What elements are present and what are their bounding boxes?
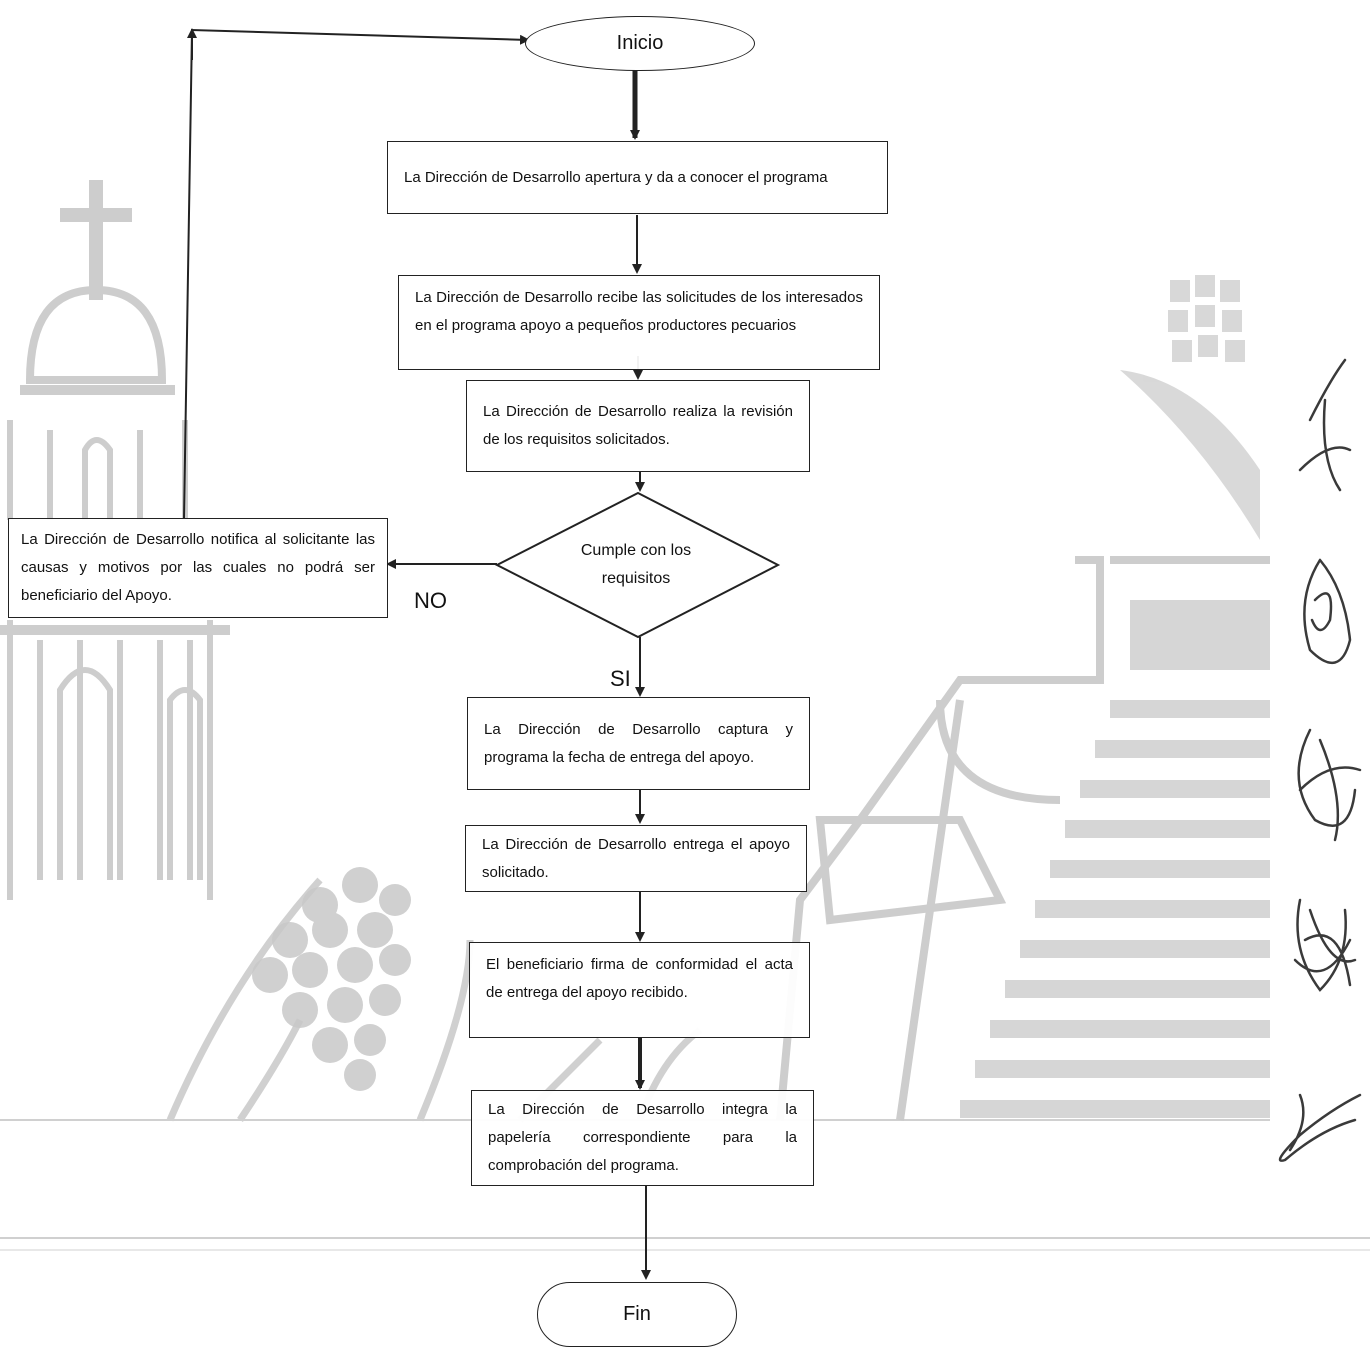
start-node: Inicio — [525, 16, 755, 71]
signature-2 — [1303, 558, 1352, 665]
step-receive-requests: La Dirección de Desarrollo recibe las so… — [398, 275, 880, 370]
decision-question: Cumple con los requisitos — [566, 537, 706, 593]
end-node: Fin — [537, 1282, 737, 1347]
step-receive-requests-text: La Dirección de Desarrollo recibe las so… — [415, 289, 863, 334]
decision-question-text: Cumple con los requisitos — [580, 542, 692, 587]
step-deliver-support-text: La Dirección de Desarrollo entrega el ap… — [482, 835, 790, 881]
step-open-program: La Dirección de Desarrollo apertura y da… — [387, 141, 888, 214]
start-label: Inicio — [616, 32, 664, 54]
step-integrate-paperwork: La Dirección de Desarrollo integra la pa… — [471, 1090, 814, 1186]
step-beneficiary-signs-text: El beneficiario firma de conformidad el … — [486, 956, 793, 1001]
step-deliver-support: La Dirección de Desarrollo entrega el ap… — [465, 825, 807, 892]
step-capture-schedule: La Dirección de Desarrollo captura y pro… — [467, 697, 810, 790]
step-beneficiary-signs: El beneficiario firma de conformidad el … — [469, 942, 810, 1038]
decision-diamond — [494, 491, 781, 639]
step-notify-rejection-text: La Dirección de Desarrollo notifica al s… — [21, 531, 375, 604]
signature-3 — [1297, 728, 1362, 842]
signature-4 — [1293, 898, 1357, 992]
no-branch-label: NO — [414, 588, 447, 613]
step-capture-schedule-text: La Dirección de Desarrollo captura y pro… — [484, 720, 793, 766]
step-open-program-text: La Dirección de Desarrollo apertura y da… — [404, 168, 828, 186]
step-integrate-paperwork-text: La Dirección de Desarrollo integra la pa… — [488, 1101, 797, 1174]
signature-1 — [1298, 358, 1352, 492]
end-label: Fin — [623, 1303, 651, 1325]
step-review-requirements-text: La Dirección de Desarrollo realiza la re… — [483, 403, 793, 448]
step-review-requirements: La Dirección de Desarrollo realiza la re… — [466, 380, 810, 472]
yes-branch-label: SI — [610, 666, 631, 691]
signature-5 — [1278, 1093, 1362, 1162]
step-notify-rejection: La Dirección de Desarrollo notifica al s… — [8, 518, 388, 618]
